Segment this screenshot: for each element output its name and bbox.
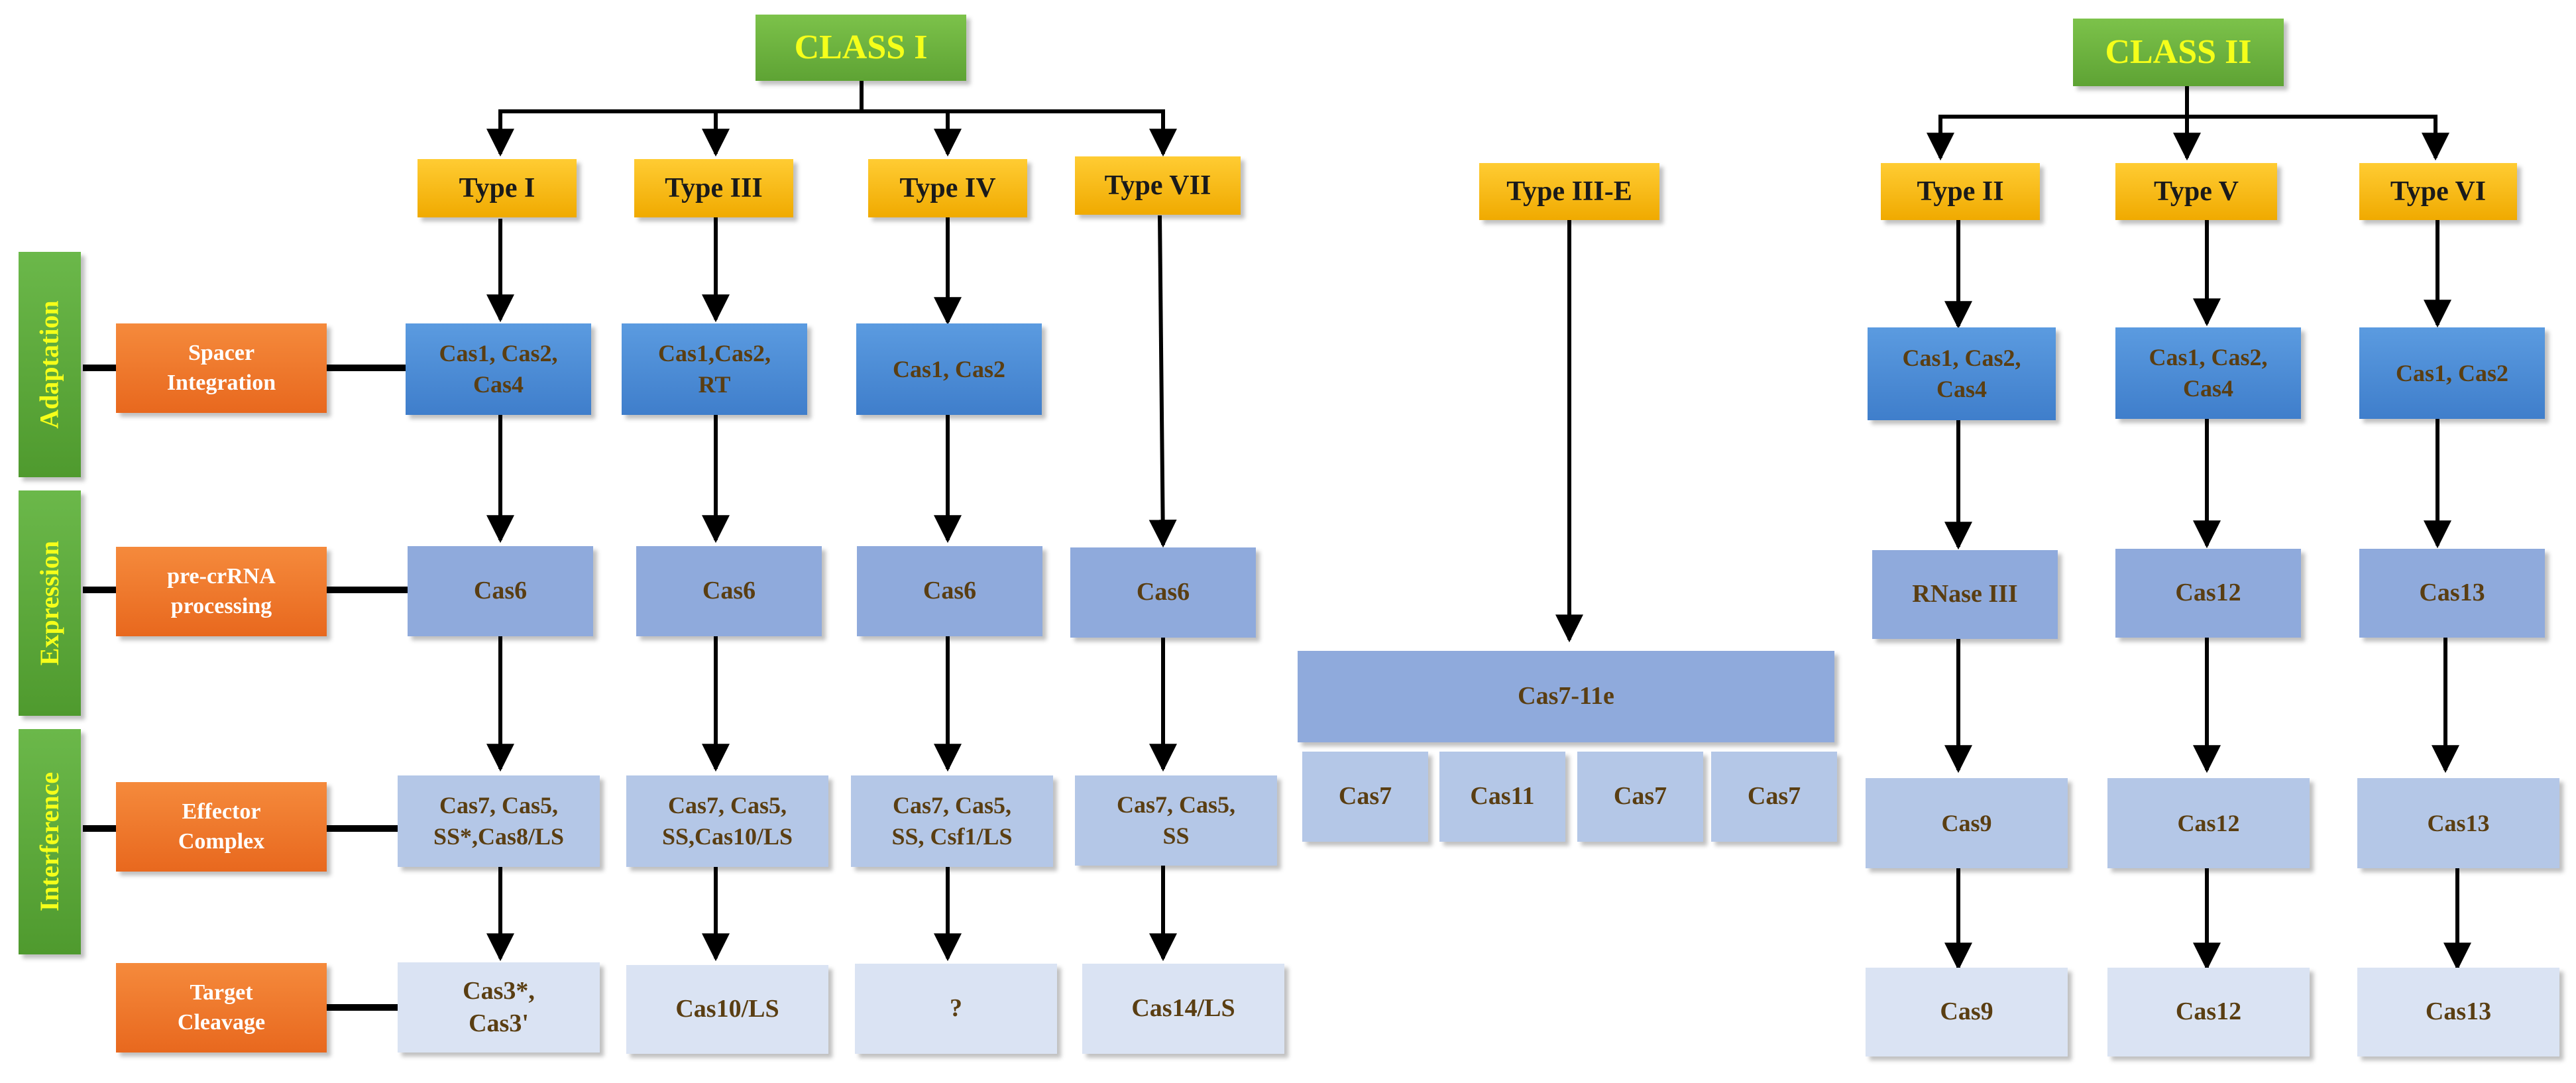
effector-complex-box: Effector Complex <box>116 782 327 872</box>
type-vi-label: Type VI <box>2359 163 2517 220</box>
type-iii-cleavage-box: Cas10/LS <box>626 965 828 1054</box>
type-v-cleavage-box: Cas12 <box>2107 968 2310 1056</box>
target-cleavage-box: Target Cleavage <box>116 963 327 1053</box>
type-v-adaptation-box: Cas1, Cas2, Cas4 <box>2115 327 2301 419</box>
type-ii-expression-box: RNase III <box>1872 550 2058 639</box>
cas7-11e-box: Cas7-11e <box>1298 651 1834 742</box>
interference-stage-bar: Interference <box>19 729 81 954</box>
class-1-header: CLASS I <box>756 15 966 81</box>
type-i-adaptation-box: Cas1, Cas2, Cas4 <box>406 323 591 415</box>
type-v-expression-box: Cas12 <box>2115 549 2301 638</box>
type-vi-expression-box: Cas13 <box>2359 549 2545 638</box>
type-vii-cleavage-box: Cas14/LS <box>1082 964 1284 1054</box>
type-vi-cleavage-box: Cas13 <box>2357 968 2559 1056</box>
expression-stage-bar: Expression <box>19 490 81 716</box>
type-iv-adaptation-box: Cas1, Cas2 <box>856 323 1042 415</box>
type-vi-adaptation-box: Cas1, Cas2 <box>2359 327 2545 419</box>
type-vii-expression-box: Cas6 <box>1070 547 1256 638</box>
type-vii-label: Type VII <box>1075 156 1241 215</box>
spacer-integration-box: Spacer Integration <box>116 323 327 413</box>
type-iii-e-subunit: Cas11 <box>1439 752 1565 842</box>
type-i-label: Type I <box>418 159 577 217</box>
type-vi-effector-box: Cas13 <box>2357 778 2559 868</box>
pre-crrna-processing-box: pre-crRNA processing <box>116 547 327 636</box>
type-iii-effector-box: Cas7, Cas5, SS,Cas10/LS <box>626 775 828 867</box>
type-iii-e-subunit: Cas7 <box>1302 752 1428 842</box>
type-i-expression-box: Cas6 <box>408 546 593 636</box>
type-iv-expression-box: Cas6 <box>857 546 1042 636</box>
type-iv-effector-box: Cas7, Cas5, SS, Csf1/LS <box>851 775 1053 867</box>
type-iii-expression-box: Cas6 <box>636 546 822 636</box>
adaptation-stage-bar: Adaptation <box>19 252 81 477</box>
type-iv-cleavage-box: ? <box>855 964 1057 1054</box>
type-iii-adaptation-box: Cas1,Cas2, RT <box>622 323 807 415</box>
type-ii-cleavage-box: Cas9 <box>1866 968 2068 1056</box>
type-vii-effector-box: Cas7, Cas5, SS <box>1075 775 1277 866</box>
type-v-effector-box: Cas12 <box>2107 778 2310 868</box>
type-i-effector-box: Cas7, Cas5, SS*,Cas8/LS <box>398 775 600 867</box>
type-iv-label: Type IV <box>868 159 1027 217</box>
type-i-cleavage-box: Cas3*, Cas3' <box>398 962 600 1053</box>
type-ii-adaptation-box: Cas1, Cas2, Cas4 <box>1868 327 2056 420</box>
type-ii-effector-box: Cas9 <box>1866 778 2068 868</box>
class-2-header: CLASS II <box>2073 19 2284 86</box>
type-iii-e-subunit: Cas7 <box>1577 752 1703 842</box>
type-ii-label: Type II <box>1881 163 2040 220</box>
type-iii-e-subunit: Cas7 <box>1711 752 1837 842</box>
type-iii-label: Type III <box>634 159 793 217</box>
type-v-label: Type V <box>2115 163 2277 220</box>
type-iii-e-label: Type III-E <box>1479 163 1659 220</box>
